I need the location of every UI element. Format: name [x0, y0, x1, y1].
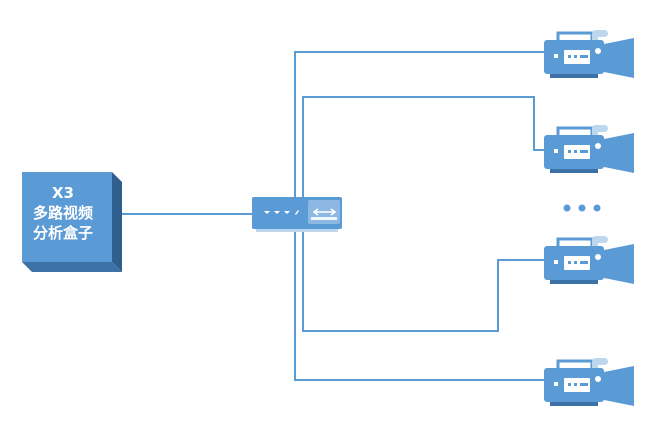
video-camera-icon [542, 123, 636, 175]
more-dots-icon [563, 204, 601, 212]
analysis-box-bottom-face [22, 262, 122, 272]
link-switch-to-camera-2 [302, 96, 544, 202]
camera-4 [542, 356, 636, 408]
network-switch-icon [252, 197, 342, 232]
analysis-box-right-face [112, 172, 122, 272]
video-camera-icon [542, 234, 636, 286]
link-switch-to-camera-1 [294, 51, 544, 202]
connection-lines [122, 51, 544, 381]
camera-2 [542, 123, 636, 175]
camera-1 [542, 28, 636, 80]
video-camera-icon [542, 28, 636, 80]
analysis-box [22, 172, 122, 272]
video-camera-icon [542, 356, 636, 408]
analysis-box-front-face [22, 172, 112, 262]
link-switch-to-camera-4 [294, 228, 544, 381]
camera-3 [542, 234, 636, 286]
link-switch-to-camera-3 [302, 228, 544, 332]
